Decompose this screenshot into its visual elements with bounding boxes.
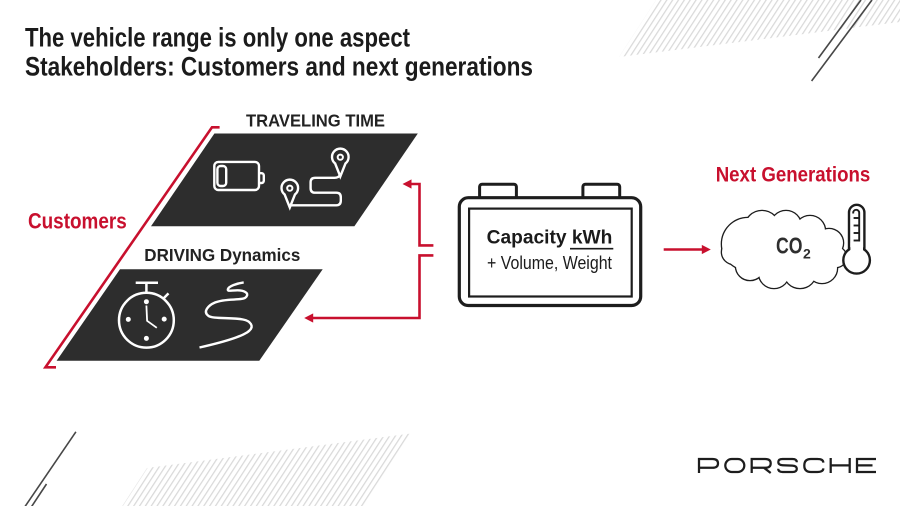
svg-text:+ Volume, Weight: + Volume, Weight	[487, 252, 612, 273]
svg-text:DRIVING Dynamics: DRIVING Dynamics	[144, 245, 300, 265]
svg-text:2: 2	[803, 246, 811, 262]
svg-text:CO: CO	[776, 233, 803, 259]
svg-text:Customers: Customers	[28, 209, 127, 234]
svg-text:Next Generations: Next Generations	[716, 163, 871, 186]
svg-text:Capacity kWh: Capacity kWh	[487, 227, 613, 248]
svg-text:TRAVELING TIME: TRAVELING TIME	[246, 110, 385, 130]
svg-text:The vehicle range is only one: The vehicle range is only one aspect	[25, 22, 410, 52]
svg-text:Stakeholders: Customers and ne: Stakeholders: Customers and next generat…	[25, 51, 533, 81]
